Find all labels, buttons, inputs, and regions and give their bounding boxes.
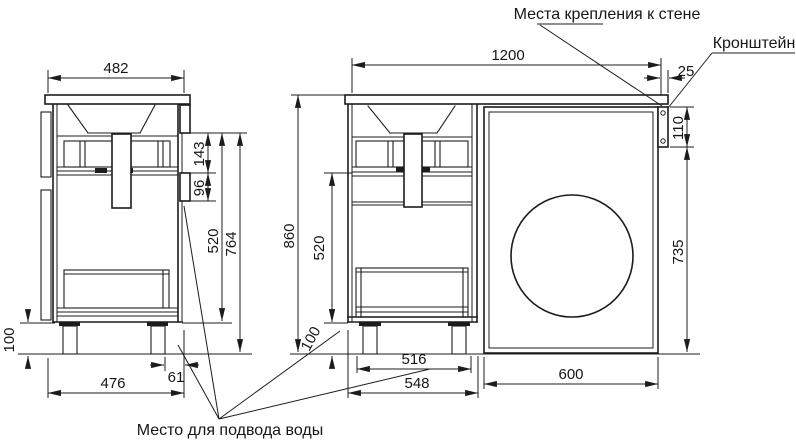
bracket-leader (667, 52, 713, 109)
dim-front-total-width: 1200 (491, 47, 524, 64)
front-countertop (344, 94, 669, 105)
dim-front-cabinet-width: 548 (404, 375, 429, 392)
side-rear-cutout-lower (179, 172, 191, 202)
side-drawer-slide (95, 168, 107, 173)
side-view-dimensions: 482 143 96 520 764 100 476 61 (1, 60, 247, 398)
dim-side-base-depth: 476 (100, 375, 125, 392)
washer-door-circle (510, 194, 634, 318)
dim-front-bracket-height: 110 (670, 116, 687, 140)
side-countertop (44, 94, 191, 105)
front-foot (362, 325, 378, 355)
dim-front-overhang: 25 (678, 63, 695, 80)
side-drain-pipe (111, 133, 132, 209)
bracket-hole-bottom (660, 138, 666, 144)
dim-side-leg-height: 100 (1, 327, 18, 352)
dim-front-mid-height: 520 (311, 235, 328, 260)
dim-side-rear-offset: 61 (168, 369, 185, 386)
water-supply-leader-1 (183, 205, 220, 420)
front-sink-funnel (367, 105, 391, 134)
dim-side-rear-upper: 143 (191, 141, 208, 166)
annotations: Места крепления к стене Кронштейн Место … (137, 6, 796, 439)
water-supply-leader-2 (177, 344, 220, 420)
side-foot-plate (59, 322, 80, 326)
dim-front-inner-width: 516 (401, 351, 426, 368)
washing-machine (483, 106, 659, 354)
front-drawer-slide (396, 167, 405, 172)
side-bottom-drawer (63, 269, 170, 309)
dim-side-mid-height: 520 (205, 228, 222, 253)
dim-front-side-height: 735 (670, 239, 687, 264)
bracket-label: Кронштейн (713, 35, 796, 52)
side-foot (62, 325, 78, 355)
dim-front-total-height: 860 (281, 223, 298, 248)
dim-front-leg-height: 100 (298, 324, 325, 354)
side-view (18, 94, 252, 355)
dim-front-washer-width: 600 (558, 366, 583, 383)
side-door-panel (40, 111, 52, 178)
side-rear-cutout-upper (179, 104, 191, 134)
side-sink-funnel (67, 104, 89, 134)
dim-side-top-width: 482 (103, 60, 128, 77)
dim-side-rear-cutout: 96 (191, 180, 208, 197)
water-supply-label: Место для подвода воды (137, 422, 323, 439)
front-bottom-drawer (355, 267, 469, 318)
wall-mount-label: Места крепления к стене (514, 6, 701, 23)
wall-mount-leader (539, 24, 663, 107)
wall-bracket (657, 106, 669, 148)
front-foot-plate (359, 322, 381, 326)
front-drain-pipe (403, 133, 423, 208)
front-view (290, 94, 700, 355)
water-supply-leader-3 (218, 330, 341, 420)
water-supply-leader-4 (218, 368, 431, 420)
bracket-hole-top (660, 110, 666, 116)
dim-side-body-height: 764 (223, 231, 240, 256)
